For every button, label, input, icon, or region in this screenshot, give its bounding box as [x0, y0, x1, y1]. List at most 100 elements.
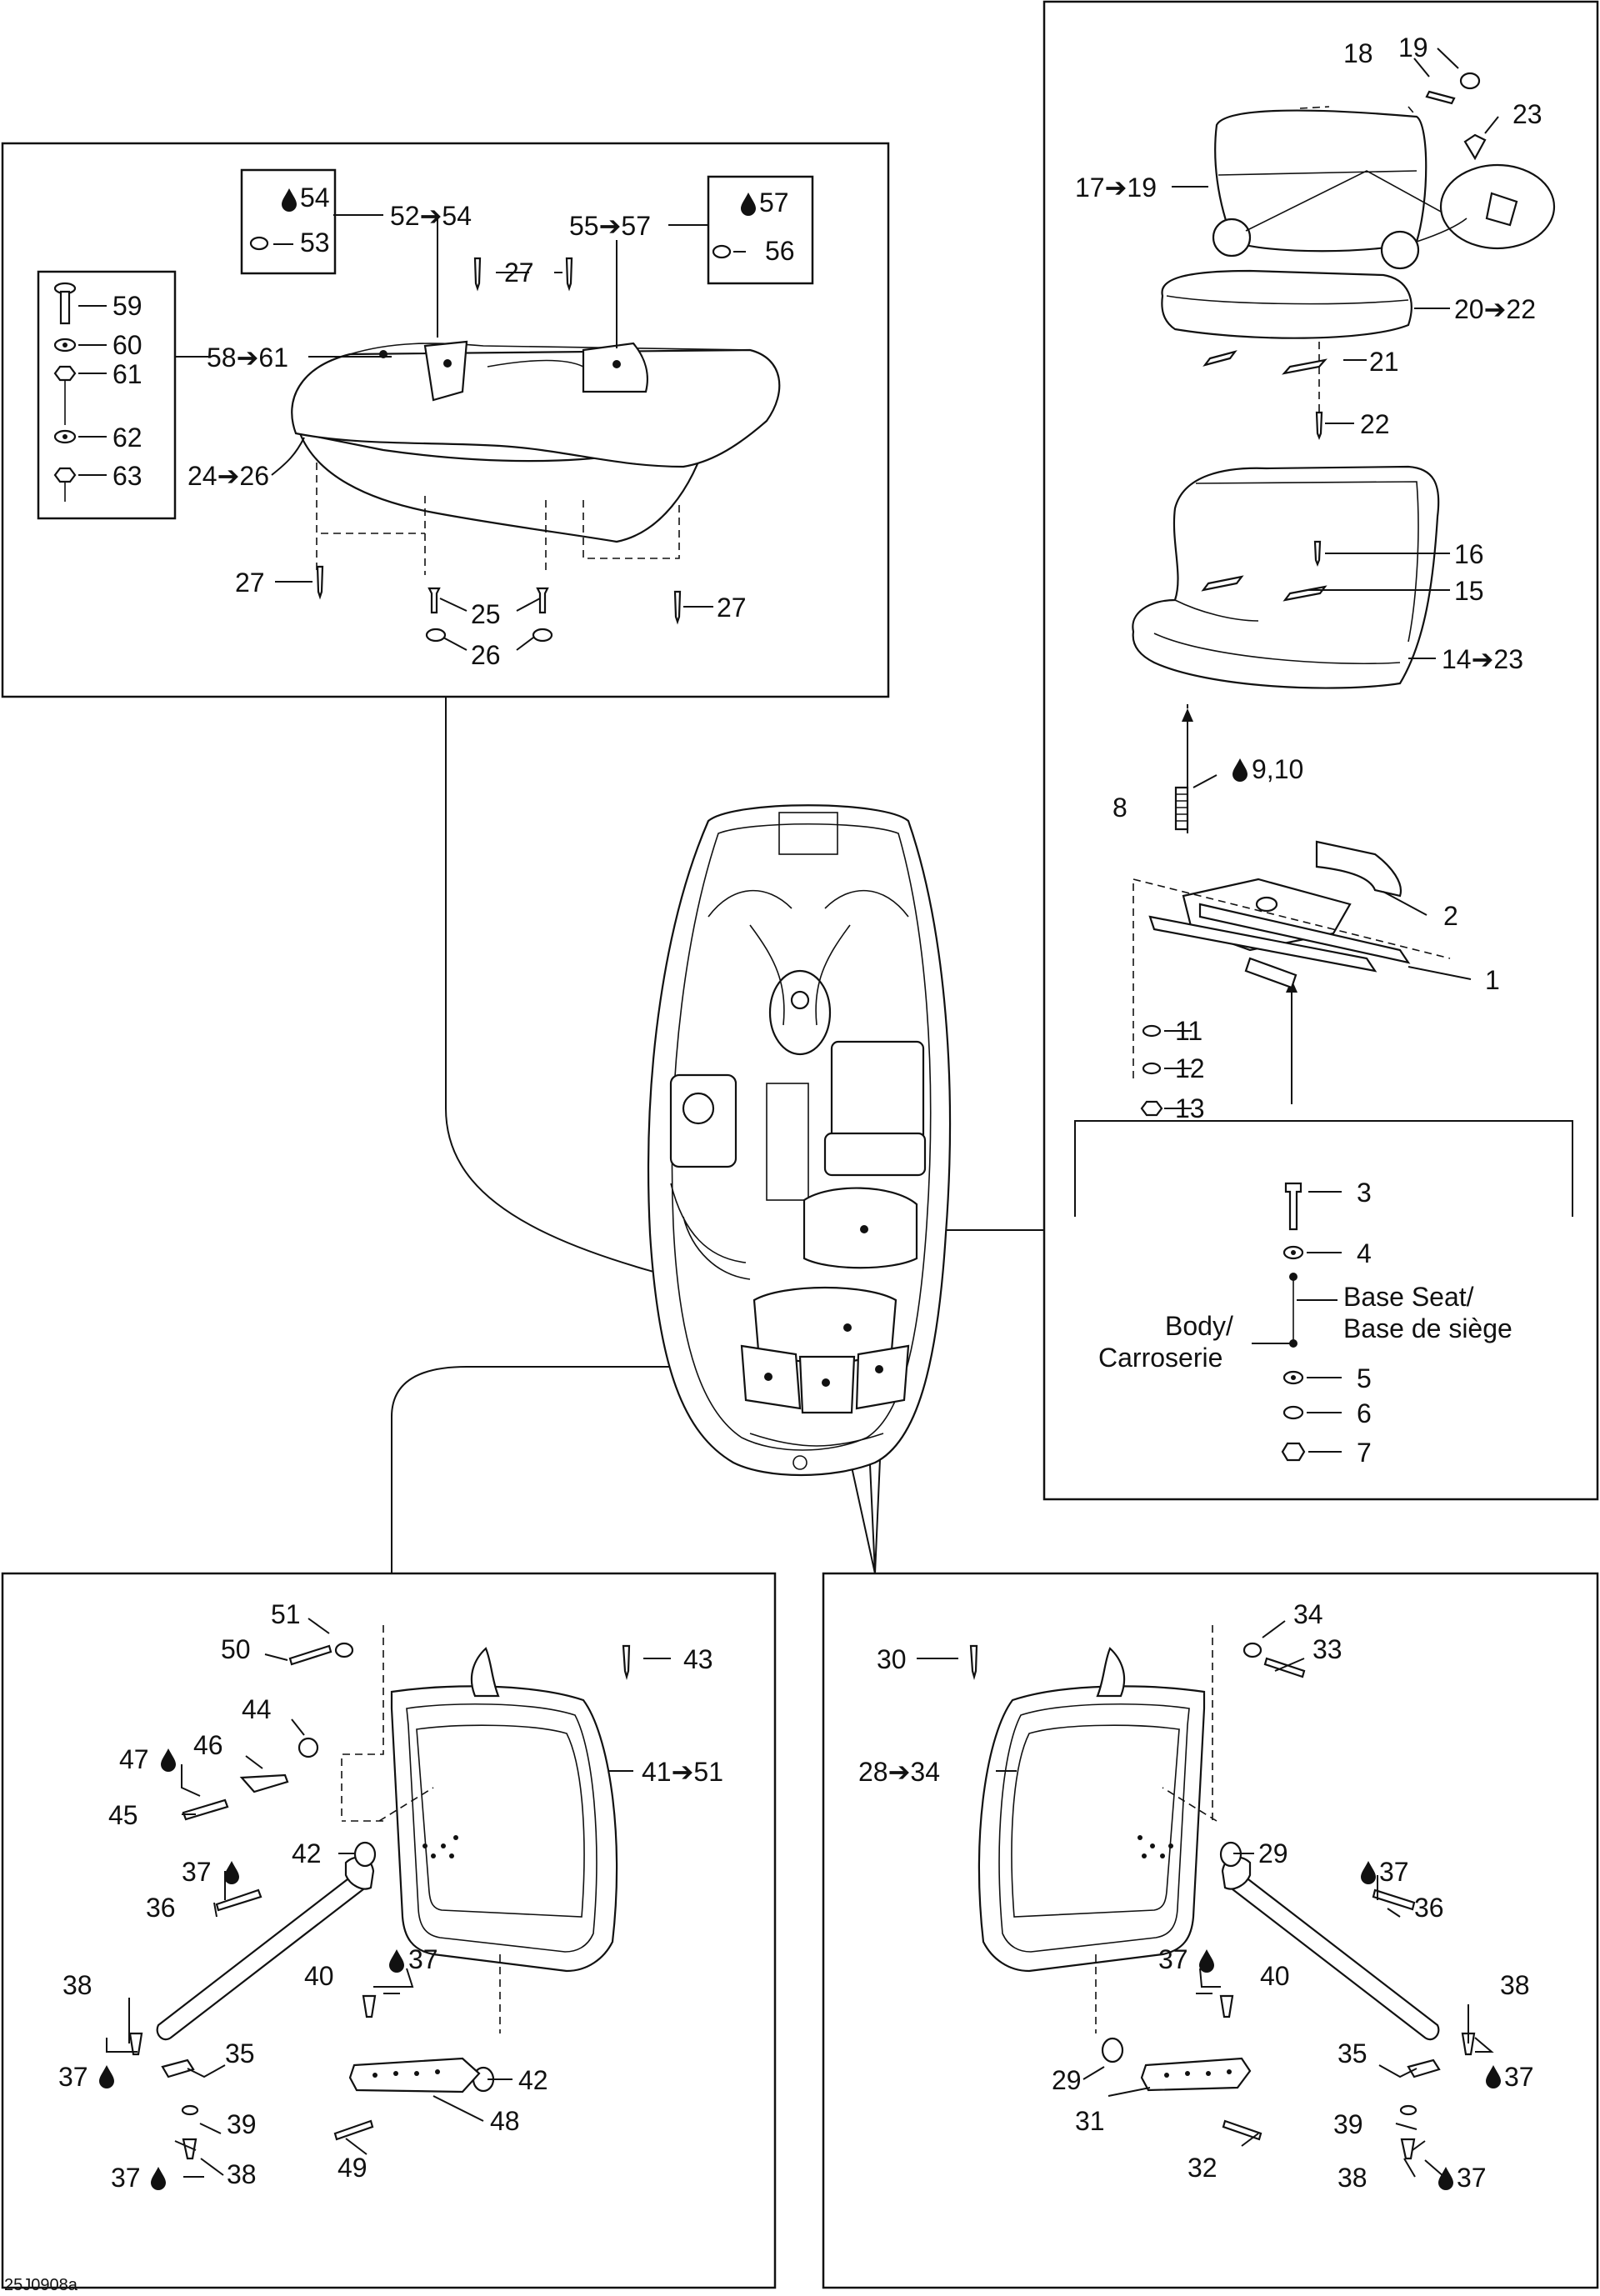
- bushing-42a-icon: [353, 1841, 377, 1868]
- callout-37d: 37: [111, 2163, 141, 2193]
- callout-33: 33: [1312, 1634, 1342, 1664]
- callout-38b-r: 38: [1338, 2163, 1368, 2193]
- callout-36: 36: [146, 1893, 176, 1923]
- sealant-drop-icon-57: [741, 193, 756, 216]
- callout-48: 48: [490, 2106, 520, 2136]
- hardware-58-63-icons: [53, 282, 77, 502]
- label-base-de-siege: Base de siège: [1343, 1313, 1512, 1343]
- seat-slider-base-1-2: [1148, 840, 1411, 989]
- callout-1: 1: [1485, 965, 1500, 995]
- hinge-38-icon: [161, 2058, 195, 2078]
- callout-44: 44: [242, 1694, 272, 1724]
- seat-cushion-20-22: [1161, 269, 1412, 339]
- nut-56-icon: [712, 244, 732, 259]
- callout-6: 6: [1357, 1398, 1372, 1428]
- callout-57: 57: [759, 188, 789, 218]
- bottom-left-detail-box: [1, 1572, 777, 2289]
- callout-38a-r: 38: [1500, 1970, 1530, 2000]
- bracket-31-icon: [1140, 2057, 1252, 2092]
- seat-shell-14-23: [1132, 465, 1440, 689]
- callout-34: 34: [1293, 1599, 1323, 1629]
- callout-40-r: 40: [1260, 1961, 1290, 1991]
- callout-39-r: 39: [1333, 2109, 1363, 2139]
- callout-37a-r: 37: [1379, 1857, 1409, 1887]
- bolt-group-br: [969, 1642, 1476, 2160]
- callout-35: 35: [225, 2038, 255, 2068]
- backrest-41-51: [390, 1647, 618, 1973]
- sealant-drop-icon-9: [1232, 758, 1248, 782]
- callout-45: 45: [108, 1800, 138, 1830]
- label-base-seat: Base Seat/: [1343, 1282, 1474, 1312]
- backrest-28-34: [978, 1647, 1206, 1973]
- callout-25: 25: [471, 599, 501, 629]
- bracket-48-icon: [348, 2057, 481, 2093]
- rivet-22-icon: [1315, 411, 1323, 440]
- inset-box-56-57: [707, 175, 814, 285]
- callout-3: 3: [1357, 1178, 1372, 1208]
- callout-5: 5: [1357, 1363, 1372, 1393]
- callout-37c-r: 37: [1504, 2062, 1534, 2092]
- washer-26-icon: [425, 628, 553, 643]
- callout-39: 39: [227, 2109, 257, 2139]
- label-body: Body/: [1165, 1311, 1233, 1341]
- callout-52-54: 52➔54: [390, 201, 472, 231]
- bracket-hardware-group: [1074, 1120, 1573, 1217]
- callout-46: 46: [193, 1730, 223, 1760]
- callout-37c: 37: [58, 2062, 88, 2092]
- inset-box-58-63: [37, 270, 177, 520]
- callout-27b: 27: [235, 568, 265, 598]
- callout-20-22: 20➔22: [1454, 294, 1536, 324]
- callout-36-r: 36: [1414, 1893, 1444, 1923]
- sealant-drop-icon-37d-r: [1438, 2167, 1453, 2190]
- callout-35-r: 35: [1338, 2038, 1368, 2068]
- callout-11: 11: [1175, 1016, 1202, 1046]
- callout-61: 61: [112, 359, 142, 389]
- callout-53: 53: [300, 228, 330, 258]
- callout-62: 62: [112, 423, 142, 453]
- callout-41-51: 41➔51: [642, 1757, 723, 1787]
- callout-63: 63: [112, 461, 142, 491]
- label-carroserie: Carroserie: [1098, 1343, 1222, 1373]
- callout-26: 26: [471, 640, 501, 670]
- callout-37d-r: 37: [1457, 2163, 1487, 2193]
- callout-2: 2: [1443, 901, 1458, 931]
- leader-bottom-left-to-boat: [391, 1366, 783, 1573]
- callout-42a: 42: [292, 1838, 322, 1868]
- screw-18-icon: [1425, 90, 1456, 105]
- reference-code: 25J0908a: [4, 2276, 78, 2294]
- sealant-drop-icon-37c-r: [1486, 2065, 1501, 2088]
- callout-37b: 37: [408, 1944, 438, 1974]
- callout-49: 49: [338, 2153, 368, 2183]
- callout-27a: 27: [504, 258, 534, 288]
- callout-32: 32: [1188, 2153, 1218, 2183]
- callout-58-61: 58➔61: [207, 343, 288, 373]
- callout-14-23: 14➔23: [1442, 644, 1523, 674]
- callout-43: 43: [683, 1644, 713, 1674]
- callout-18: 18: [1343, 38, 1373, 68]
- callout-12: 12: [1175, 1053, 1205, 1083]
- callout-54: 54: [300, 183, 330, 213]
- callout-29b: 29: [1052, 2065, 1082, 2095]
- callout-38b: 38: [227, 2159, 257, 2189]
- backrest-mount-guide: [341, 1625, 434, 1822]
- callout-21: 21: [1369, 347, 1399, 377]
- callout-60: 60: [112, 330, 142, 360]
- rivet-27-icon: [316, 257, 682, 625]
- callout-22: 22: [1360, 409, 1390, 439]
- hinge-38b-icon: [1407, 2058, 1441, 2078]
- washers-11-13-icons: [1140, 1024, 1163, 1117]
- boat-hull-top-view: [647, 804, 952, 1477]
- sealant-drop-icon-37d: [151, 2167, 166, 2190]
- callout-9-10: 9,10: [1252, 754, 1303, 784]
- sealant-drop-icon: [282, 188, 297, 212]
- callout-15: 15: [1454, 576, 1484, 606]
- bushing-29b-icon: [1101, 2037, 1124, 2063]
- inset-box-53-54: [240, 168, 337, 275]
- callout-47: 47: [119, 1744, 149, 1774]
- callout-8: 8: [1112, 793, 1128, 823]
- callout-30: 30: [877, 1644, 907, 1674]
- stud-8-icon: [1174, 786, 1189, 831]
- callout-31: 31: [1075, 2106, 1105, 2136]
- callout-7: 7: [1357, 1438, 1372, 1468]
